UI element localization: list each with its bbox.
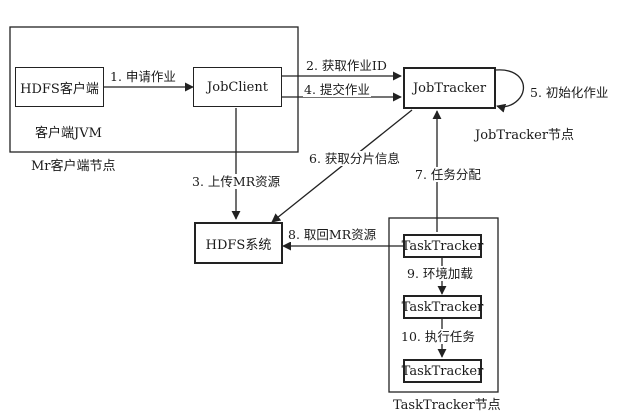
- step-10-label: 10. 执行任务: [400, 329, 476, 344]
- jobtracker-node-label: JobTracker节点: [475, 128, 575, 143]
- step-5-label: 5. 初始化作业: [530, 85, 609, 100]
- step-4-label: 4. 提交作业: [303, 82, 371, 97]
- tasktracker-node-2: TaskTracker: [402, 295, 483, 319]
- step-8-label: 8. 取回MR资源: [287, 227, 378, 242]
- hdfs-system-node: HDFS系统: [194, 222, 283, 264]
- jobtracker-node: JobTracker: [403, 67, 496, 109]
- arrow-step-5: [495, 69, 525, 113]
- step-1-label: 1. 申请作业: [109, 69, 177, 84]
- client-jvm-label: 客户端JVM: [35, 126, 102, 141]
- tasktracker-node-3: TaskTracker: [402, 359, 483, 383]
- tasktracker-node-frame: [388, 217, 499, 393]
- step-2-label: 2. 获取作业ID: [305, 58, 388, 73]
- mr-client-node-label: Mr客户端节点: [31, 159, 116, 174]
- hdfs-client-node: HDFS客户端: [15, 67, 104, 107]
- step-9-label: 9. 环境加载: [406, 266, 474, 281]
- step-7-label: 7. 任务分配: [414, 167, 482, 182]
- arrow-step-6: [271, 109, 413, 223]
- tasktracker-node-1: TaskTracker: [402, 234, 483, 258]
- jobclient-node: JobClient: [193, 67, 282, 107]
- tasktracker-node-label: TaskTracker节点: [393, 398, 501, 413]
- client-jvm-frame: [9, 26, 299, 153]
- step-6-label: 6. 获取分片信息: [308, 151, 401, 166]
- step-3-label: 3. 上传MR资源: [191, 174, 282, 189]
